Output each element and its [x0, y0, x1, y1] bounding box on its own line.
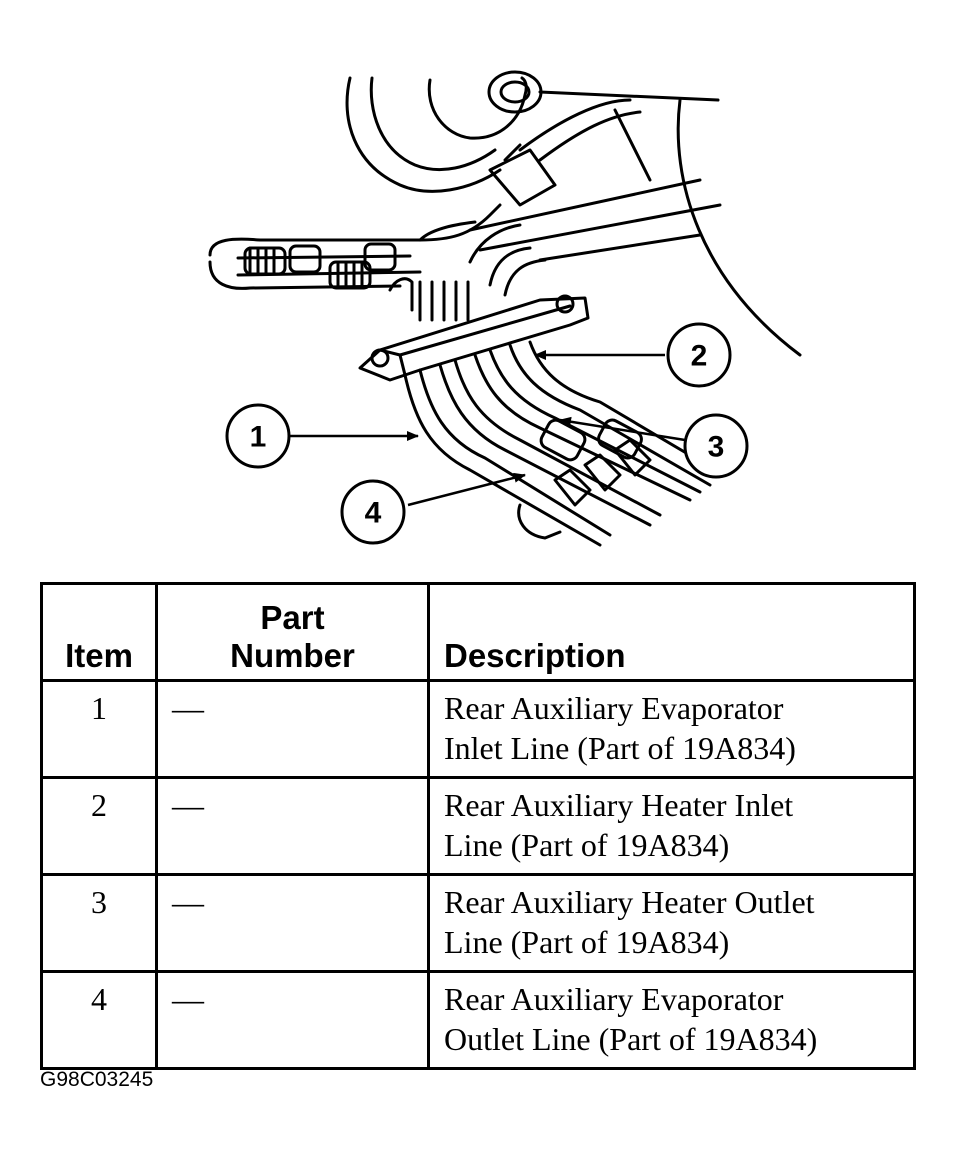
- parts-table: Item Part Number Description 1 — Rear Au…: [40, 582, 916, 1070]
- item-number: 2: [40, 776, 158, 876]
- pulley-hub: [487, 70, 543, 114]
- callout-3: 3: [708, 431, 725, 464]
- part-number: —: [155, 776, 430, 876]
- part-number: —: [155, 873, 430, 973]
- description: Rear Auxiliary Evaporator Outlet Line (P…: [427, 970, 916, 1070]
- description: Rear Auxiliary Heater Inlet Line (Part o…: [427, 776, 916, 876]
- pulley-outline: [345, 76, 502, 193]
- description: Rear Auxiliary Evaporator Inlet Line (Pa…: [427, 679, 916, 779]
- item-number: 1: [40, 679, 158, 779]
- description: Rear Auxiliary Heater Outlet Line (Part …: [427, 873, 916, 973]
- table-row: 2 — Rear Auxiliary Heater Inlet Line (Pa…: [40, 776, 916, 876]
- item-number: 3: [40, 873, 158, 973]
- table-row: 1 — Rear Auxiliary Evaporator Inlet Line…: [40, 679, 916, 779]
- part-number: —: [155, 970, 430, 1070]
- table-row: 3 — Rear Auxiliary Heater Outlet Line (P…: [40, 873, 916, 973]
- hose-assembly-illustration: 1 2 3 4: [208, 70, 802, 547]
- header-item: Item: [40, 582, 158, 682]
- mounting-block: [358, 296, 590, 382]
- callout-1: 1: [250, 421, 267, 454]
- table-header-row: Item Part Number Description: [40, 582, 916, 682]
- part-number: —: [155, 679, 430, 779]
- header-description: Description: [427, 582, 916, 682]
- item-number: 4: [40, 970, 158, 1070]
- figure-id: G98C03245: [40, 1068, 154, 1091]
- callout-2: 2: [691, 340, 708, 373]
- table-row: 4 — Rear Auxiliary Evaporator Outlet Lin…: [40, 970, 916, 1070]
- header-part-number: Part Number: [155, 582, 430, 682]
- callout-4: 4: [365, 497, 382, 530]
